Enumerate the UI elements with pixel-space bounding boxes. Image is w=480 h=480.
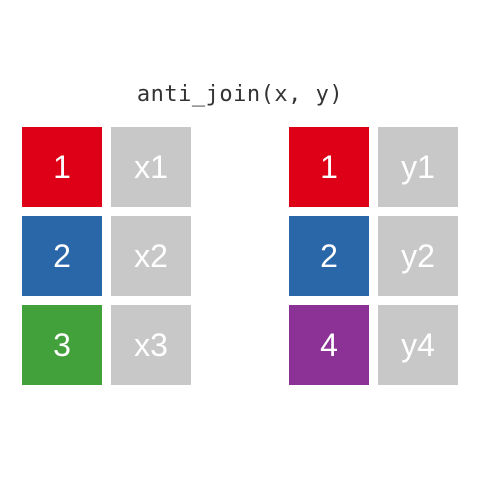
y-key-cell: 1 xyxy=(289,127,369,207)
y-value-cell: y4 xyxy=(378,305,458,385)
y-value-cell: y2 xyxy=(378,216,458,296)
y-value-cell: y1 xyxy=(378,127,458,207)
diagram-title: anti_join(x, y) xyxy=(136,82,344,107)
y-key-cell: 4 xyxy=(289,305,369,385)
x-key-cell: 3 xyxy=(22,305,102,385)
x-key-cell: 1 xyxy=(22,127,102,207)
x-value-cell: x1 xyxy=(111,127,191,207)
x-key-cell: 2 xyxy=(22,216,102,296)
x-value-cell: x2 xyxy=(111,216,191,296)
y-key-cell: 2 xyxy=(289,216,369,296)
x-value-cell: x3 xyxy=(111,305,191,385)
